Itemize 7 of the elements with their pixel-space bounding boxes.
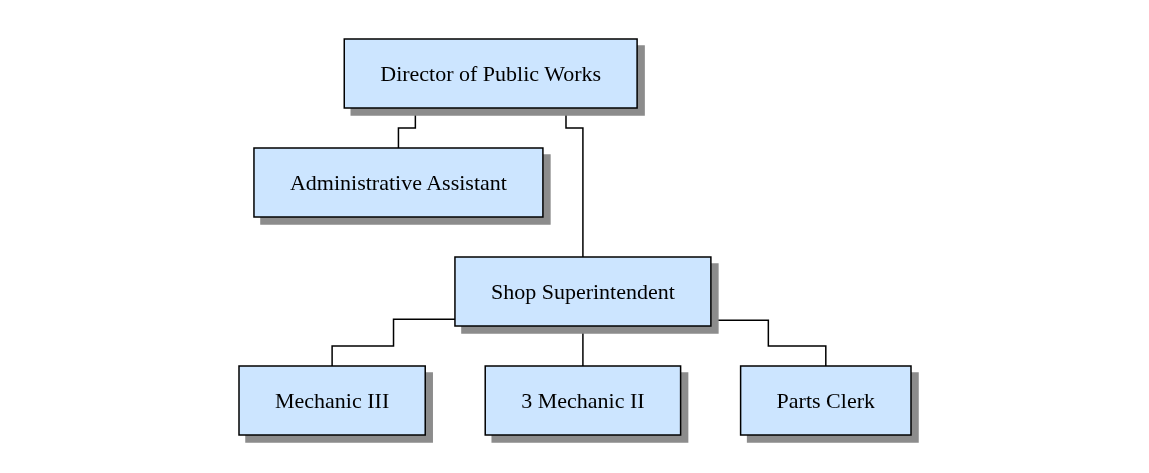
node-box: Director of Public Works bbox=[343, 37, 638, 109]
node-box: 3 Mechanic II bbox=[483, 364, 681, 436]
node-box: Administrative Assistant bbox=[252, 146, 544, 218]
node-box: Mechanic III bbox=[237, 364, 426, 436]
node-box: Shop Superintendent bbox=[453, 255, 712, 327]
connector bbox=[581, 324, 584, 367]
node-box: Parts Clerk bbox=[739, 364, 912, 436]
